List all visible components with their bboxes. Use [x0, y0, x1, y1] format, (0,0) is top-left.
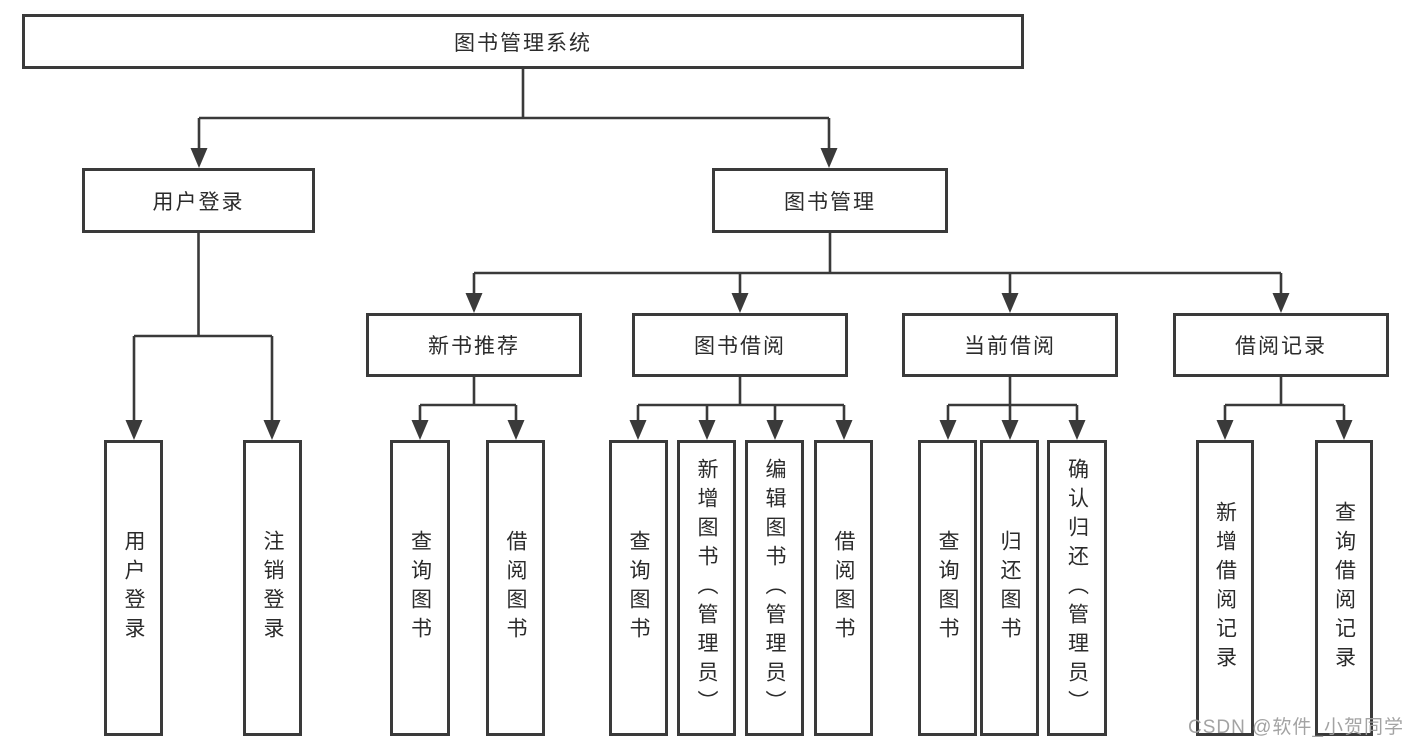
node-label: 查询图书 — [627, 530, 650, 646]
leaf-logout: 注销登录 — [243, 440, 302, 736]
csdn-watermark: CSDN @软件_小贺同学 — [1188, 717, 1404, 738]
leaf-borrow-books-borrowing: 借阅图书 — [814, 440, 873, 736]
node-book-management-system: 图书管理系统 — [22, 14, 1024, 69]
node-label: 注销登录 — [261, 530, 284, 646]
leaf-query-books-recommend: 查询图书 — [390, 440, 450, 736]
leaf-query-books-borrowing: 查询图书 — [609, 440, 668, 736]
leaf-add-book-admin: 新增图书（管理员） — [677, 440, 736, 736]
leaf-borrow-books-recommend: 借阅图书 — [486, 440, 545, 736]
node-label: 用户登录 — [152, 190, 245, 214]
node-label: 图书管理系统 — [454, 31, 592, 55]
node-book-borrowing: 图书借阅 — [632, 313, 848, 377]
node-label: 借阅图书 — [832, 530, 855, 646]
leaf-confirm-return-admin: 确认归还（管理员） — [1047, 440, 1107, 736]
node-label: 编辑图书（管理员） — [763, 457, 786, 719]
leaf-edit-book-admin: 编辑图书（管理员） — [745, 440, 804, 736]
node-label: 新增借阅记录 — [1213, 501, 1237, 675]
node-label: 当前借阅 — [964, 335, 1056, 358]
node-book-management: 图书管理 — [712, 168, 948, 233]
leaf-query-borrow-record: 查询借阅记录 — [1315, 440, 1373, 736]
node-label: 查询图书 — [936, 530, 959, 646]
leaf-add-borrow-record: 新增借阅记录 — [1196, 440, 1254, 736]
node-label: 图书借阅 — [694, 335, 786, 358]
node-label: 用户登录 — [122, 530, 145, 646]
node-label: 查询图书 — [408, 530, 432, 646]
node-label: 借阅图书 — [504, 530, 527, 646]
node-new-book-recommend: 新书推荐 — [366, 313, 582, 377]
node-label: 新增图书（管理员） — [695, 457, 718, 719]
node-label: 确认归还（管理员） — [1065, 457, 1089, 719]
node-label: 新书推荐 — [428, 335, 520, 358]
node-current-borrowing: 当前借阅 — [902, 313, 1118, 377]
node-borrow-records: 借阅记录 — [1173, 313, 1389, 377]
node-label: 图书管理 — [784, 190, 876, 214]
node-user-login: 用户登录 — [82, 168, 315, 233]
arrowheads — [125, 148, 1353, 440]
node-label: 查询借阅记录 — [1332, 501, 1356, 675]
node-label: 借阅记录 — [1235, 335, 1327, 358]
node-label: 归还图书 — [998, 530, 1021, 646]
leaf-query-books-current: 查询图书 — [918, 440, 977, 736]
leaf-return-book: 归还图书 — [980, 440, 1039, 736]
leaf-user-login: 用户登录 — [104, 440, 163, 736]
